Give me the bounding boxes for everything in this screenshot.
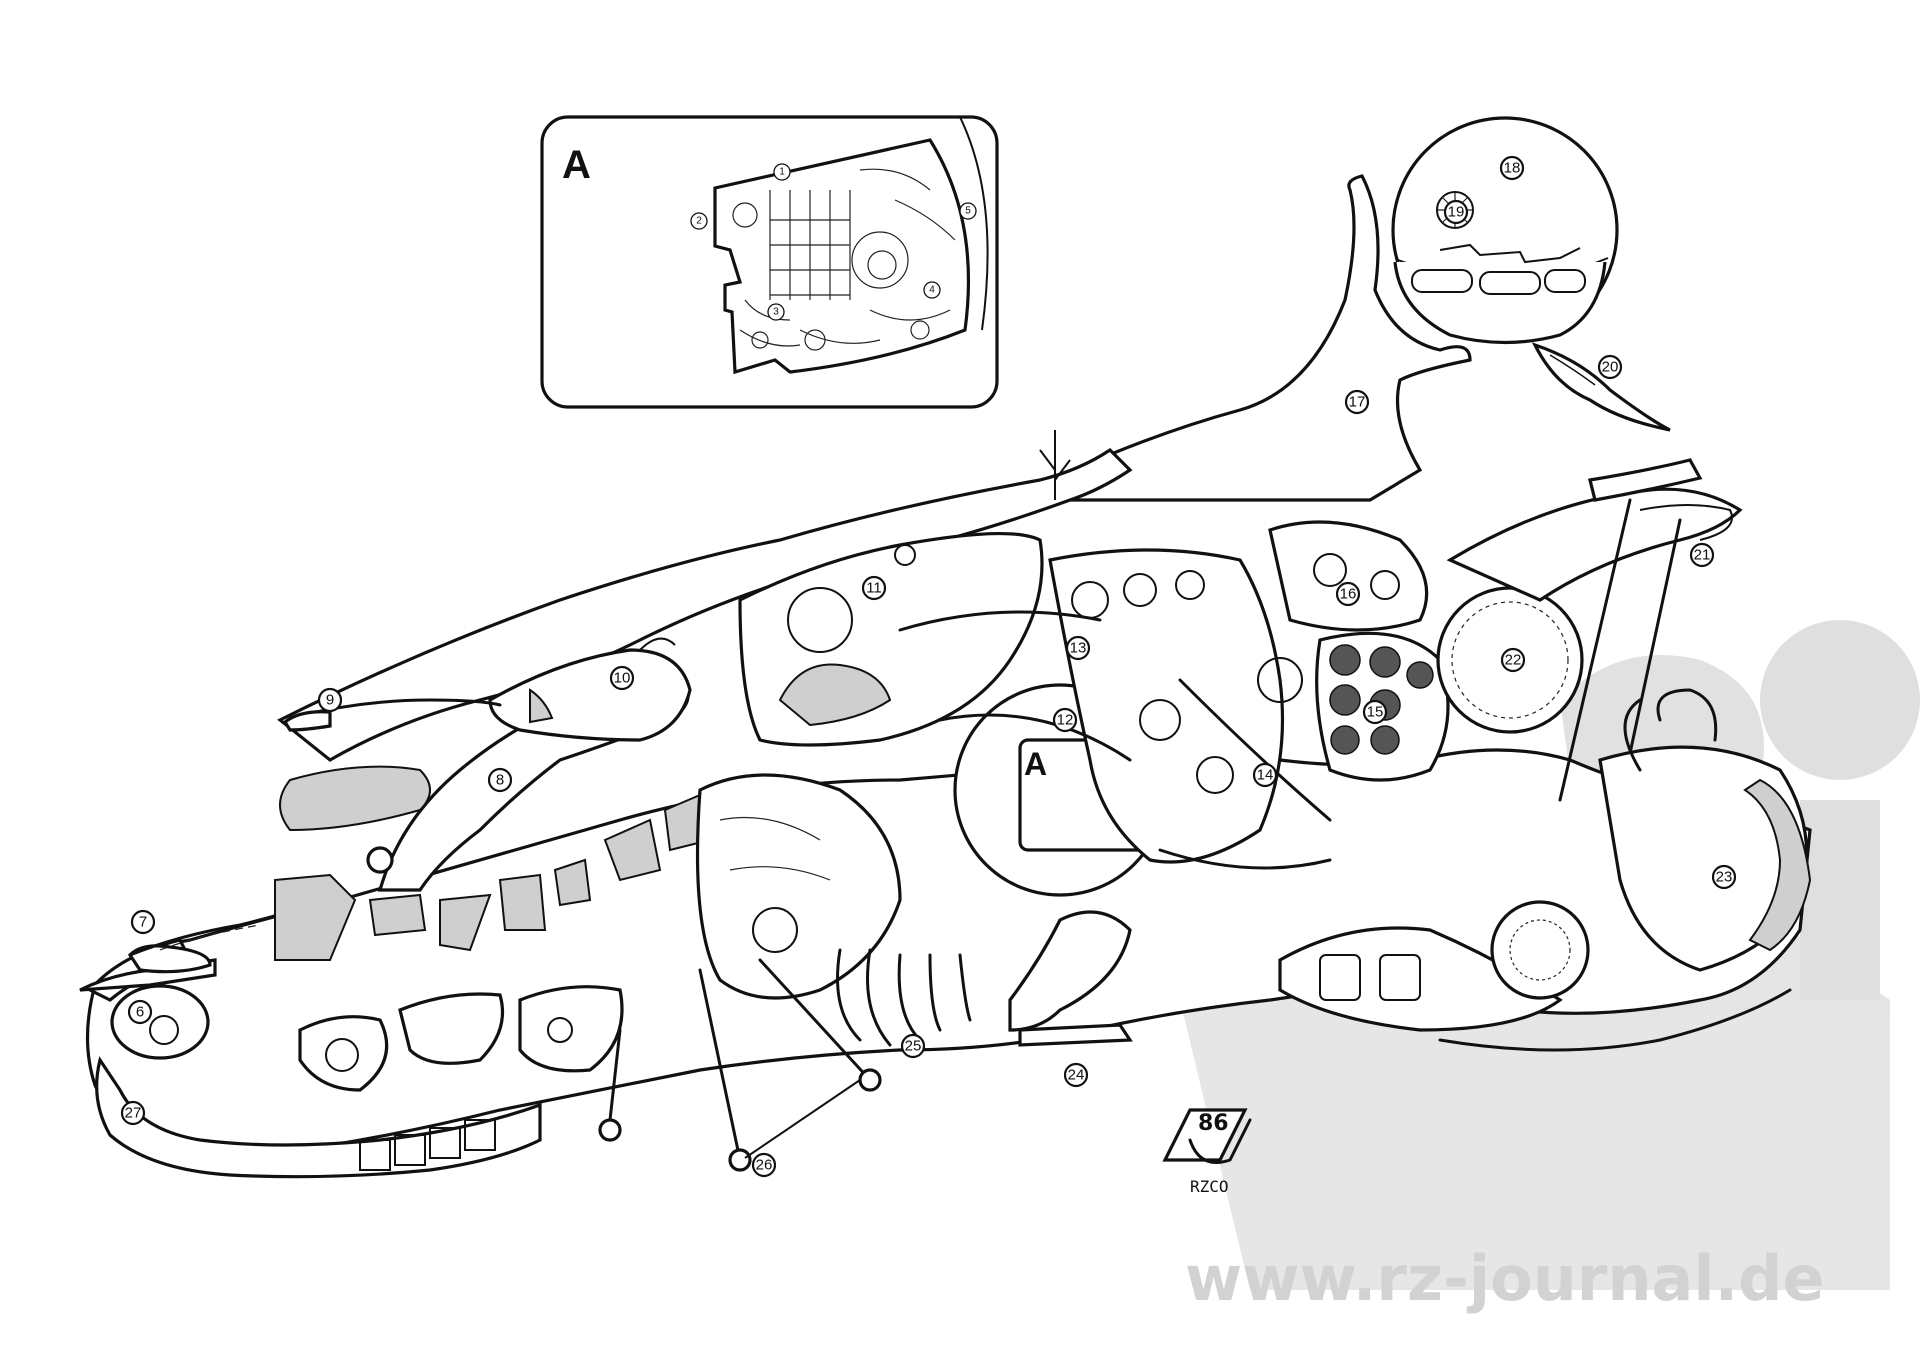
signature-name: RZCO [1190,1177,1229,1196]
artist-signature: 86 RZCO [1162,1108,1252,1196]
svg-text:4: 4 [929,285,935,296]
svg-text:16: 16 [1340,586,1357,603]
svg-text:15: 15 [1367,704,1384,721]
svg-text:27: 27 [125,1105,142,1122]
callout-16: 16 [1335,581,1361,607]
creature-body: A [79,116,1812,1179]
svg-text:14: 14 [1257,767,1274,784]
svg-text:9: 9 [326,692,334,709]
callout-7: 7 [130,909,156,935]
inset-letter: A [562,143,591,187]
svg-text:3: 3 [773,307,779,318]
callout-27: 27 [120,1100,146,1126]
main-marker-letter: A [1024,746,1047,782]
svg-text:18: 18 [1504,160,1521,177]
svg-text:25: 25 [905,1038,922,1055]
svg-text:24: 24 [1068,1067,1085,1084]
svg-text:26: 26 [756,1157,773,1174]
callout-8: 8 [487,767,513,793]
callout-6: 6 [127,999,153,1025]
callout-19: 19 [1443,199,1469,225]
callouts: 6 7 8 9 10 11 12 13 14 15 16 17 18 19 20… [120,155,1737,1178]
callout-15: 15 [1362,699,1388,725]
inset-panel: A 1 2 3 4 5 [540,115,999,409]
callout-18: 18 [1499,155,1525,181]
callout-21: 21 [1689,542,1715,568]
svg-text:5: 5 [965,206,971,217]
callout-13: 13 [1065,635,1091,661]
spines [836,948,972,1047]
svg-text:10: 10 [614,670,631,687]
callout-11: 11 [861,575,887,601]
svg-text:11: 11 [866,580,882,597]
callout-9: 9 [317,687,343,713]
inset-callout-4: 4 [923,281,941,299]
signature-badge: 86 [1198,1111,1229,1136]
inset-callout-1: 1 [773,163,791,181]
callout-10: 10 [609,665,635,691]
svg-text:7: 7 [139,914,147,931]
callout-24: 24 [1063,1062,1089,1088]
callout-23: 23 [1711,864,1737,890]
svg-text:6: 6 [136,1004,144,1021]
svg-text:17: 17 [1349,394,1366,411]
callout-14: 14 [1252,762,1278,788]
callout-17: 17 [1344,389,1370,415]
inset-callout-3: 3 [767,303,785,321]
svg-text:21: 21 [1694,547,1711,564]
callout-20: 20 [1597,354,1623,380]
svg-text:23: 23 [1716,869,1733,886]
svg-text:19: 19 [1448,204,1465,221]
svg-text:22: 22 [1505,652,1522,669]
callout-26: 26 [751,1152,777,1178]
svg-text:12: 12 [1057,712,1074,729]
callout-12: 12 [1052,707,1078,733]
watermark-url: www.rz-journal.de [1185,1242,1825,1315]
svg-text:13: 13 [1070,640,1087,657]
svg-text:20: 20 [1602,359,1619,376]
inset-callout-2: 2 [690,212,708,230]
svg-text:1: 1 [779,167,785,178]
svg-text:8: 8 [496,772,504,789]
svg-text:2: 2 [696,216,702,227]
callout-22: 22 [1500,647,1526,673]
inset-callout-5: 5 [959,202,977,220]
callout-25: 25 [900,1033,926,1059]
